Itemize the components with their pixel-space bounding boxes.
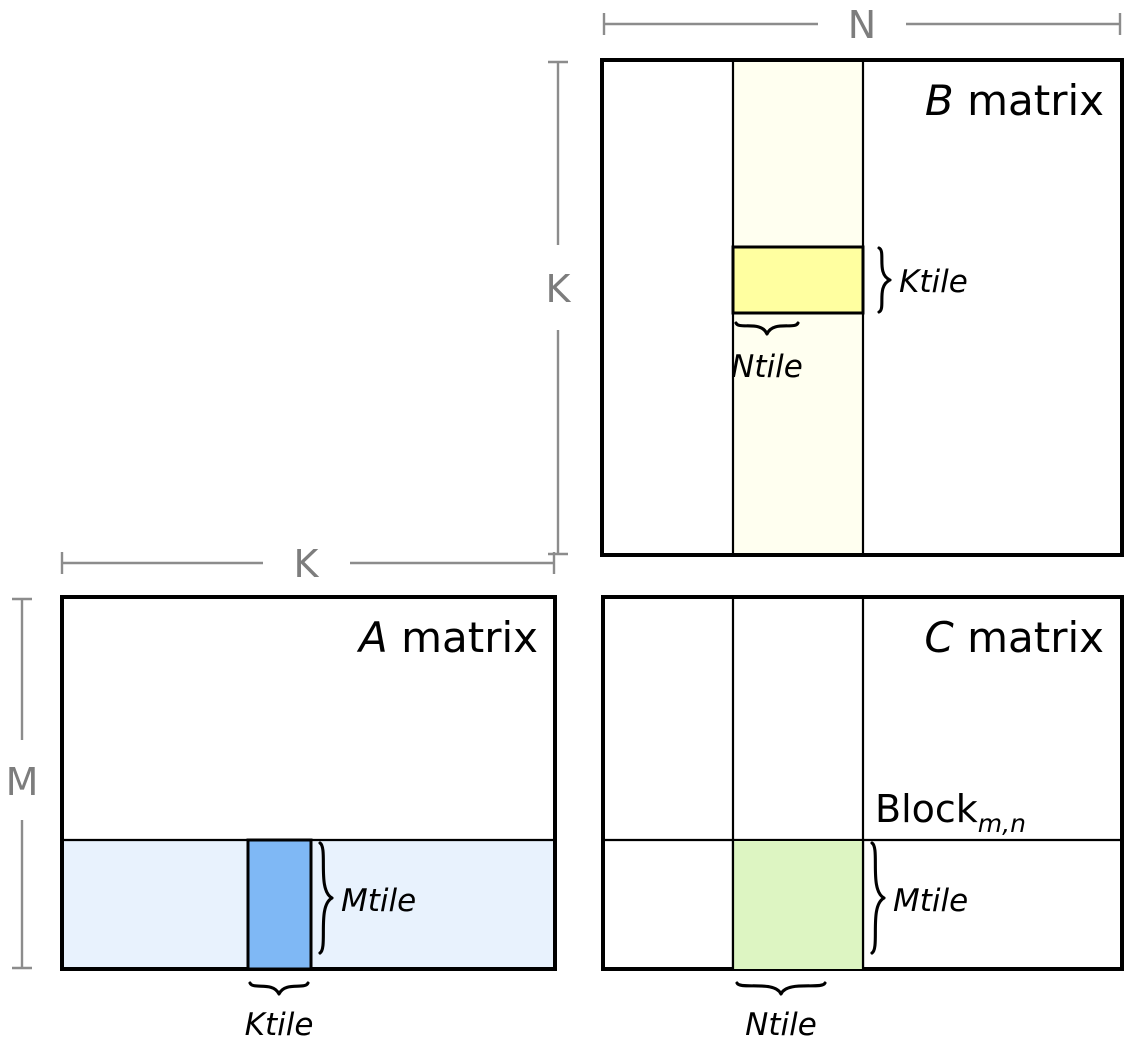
a-matrix-title-text: matrix — [388, 613, 538, 662]
mtile-brace-a — [318, 841, 334, 955]
a-matrix-tile — [246, 838, 313, 971]
b-matrix-ntile-annotation: Ntile — [731, 321, 803, 385]
c-matrix-title-text: matrix — [954, 613, 1104, 662]
a-matrix: A matrix — [60, 595, 557, 971]
dimension-n-label: N — [848, 3, 876, 47]
dimension-n: N — [602, 3, 1122, 47]
block-label-text: Block — [875, 787, 978, 831]
c-matrix-mtile-annotation: Mtile — [870, 841, 968, 955]
ktile-brace-b — [877, 246, 892, 314]
ktile-label-a: Ktile — [245, 1007, 314, 1043]
mtile-label-a: Mtile — [341, 883, 416, 919]
a-matrix-ktile-annotation: Ktile — [245, 981, 314, 1043]
ntile-brace-c — [735, 981, 827, 996]
ntile-label-b: Ntile — [731, 349, 803, 385]
dimension-m: M — [6, 597, 39, 970]
b-matrix: B matrix — [600, 58, 1124, 557]
ntile-label-c: Ntile — [745, 1007, 817, 1043]
mtile-label-c: Mtile — [893, 883, 968, 919]
a-matrix-title-symbol: A — [356, 613, 388, 662]
b-matrix-tile — [731, 245, 865, 315]
dimension-k-vertical: K — [546, 60, 572, 556]
dimension-m-label: M — [6, 760, 39, 804]
b-matrix-title: B matrix — [925, 76, 1104, 125]
a-matrix-mtile-annotation: Mtile — [318, 841, 416, 955]
a-matrix-title: A matrix — [356, 613, 538, 662]
c-matrix-tile — [734, 841, 863, 969]
b-matrix-title-text: matrix — [954, 76, 1104, 125]
ntile-brace-b — [734, 321, 800, 336]
b-matrix-ktile-annotation: Ktile — [877, 246, 968, 314]
c-matrix-block-label: Blockm,n — [875, 787, 1026, 838]
dimension-k-vertical-label: K — [546, 267, 572, 311]
c-matrix-ntile-annotation: Ntile — [735, 981, 827, 1043]
c-matrix-title-symbol: C — [924, 613, 954, 662]
c-matrix: C matrix Blockm,n — [601, 595, 1124, 971]
block-label-subscript: m,n — [978, 809, 1026, 838]
dimension-k-horizontal-label: K — [294, 542, 320, 586]
mtile-brace-c — [870, 841, 886, 955]
c-matrix-title: C matrix — [924, 613, 1104, 662]
dimension-k-horizontal: K — [60, 542, 556, 586]
ktile-label-b: Ktile — [899, 264, 968, 300]
ktile-brace-a — [248, 981, 310, 996]
b-matrix-title-symbol: B — [925, 76, 954, 125]
